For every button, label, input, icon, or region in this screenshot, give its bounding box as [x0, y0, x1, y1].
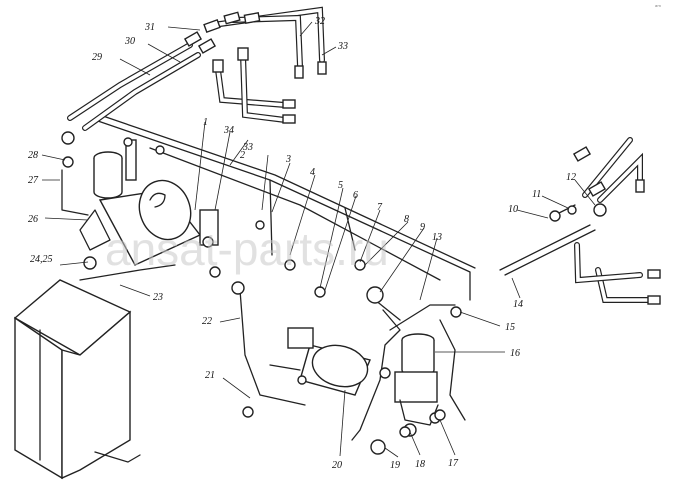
valve-unit [394, 333, 441, 437]
callout-19: 19 [390, 460, 400, 471]
callout-11: 11 [532, 189, 541, 200]
callout-23: 23 [153, 292, 163, 303]
callout-15: 15 [505, 322, 515, 333]
callout-21: 21 [205, 370, 215, 381]
callout-18: 18 [415, 459, 425, 470]
callout-24-25: 24,25 [30, 254, 53, 265]
callout-5: 5 [338, 180, 343, 191]
callout-13: 13 [432, 232, 442, 243]
callout-32: 32 [314, 16, 325, 27]
callout-27: 27 [28, 175, 39, 186]
callout-labels: 1 2 3 4 5 6 7 8 9 10 11 12 13 14 15 16 1… [28, 16, 576, 471]
leader-lines [41, 21, 596, 458]
callout-34: 34 [223, 125, 234, 136]
callout-29: 29 [92, 52, 102, 63]
callout-1: 1 [203, 117, 208, 128]
small-fittings [61, 131, 607, 455]
callout-3: 3 [285, 154, 291, 165]
callout-26: 26 [28, 214, 38, 225]
callout-6: 6 [353, 190, 358, 201]
callout-22: 22 [202, 316, 212, 327]
watermark: ansat-parts.ru [105, 223, 389, 275]
fuel-filter [61, 139, 137, 216]
corner-mark: ᵃᵐ [655, 4, 661, 11]
callout-20: 20 [332, 460, 342, 471]
callout-10: 10 [508, 204, 518, 215]
callout-28: 28 [28, 150, 38, 161]
callout-12: 12 [566, 172, 576, 183]
callout-7: 7 [377, 202, 383, 213]
tubes [239, 204, 596, 441]
callout-4: 4 [310, 167, 315, 178]
fuel-tank [13, 279, 141, 480]
callout-33-lower: 33 [242, 142, 253, 153]
callout-14: 14 [513, 299, 523, 310]
callout-33-top: 33 [337, 41, 348, 52]
callout-17: 17 [448, 458, 459, 469]
callout-8: 8 [404, 214, 409, 225]
main-cylinder [79, 179, 219, 266]
receiver-cylinder [269, 327, 371, 396]
hose-fittings [183, 11, 661, 305]
callout-30: 30 [124, 36, 135, 47]
callout-31: 31 [144, 22, 155, 33]
callout-9: 9 [420, 222, 425, 233]
callout-16: 16 [510, 348, 520, 359]
callout-2: 2 [240, 150, 245, 161]
